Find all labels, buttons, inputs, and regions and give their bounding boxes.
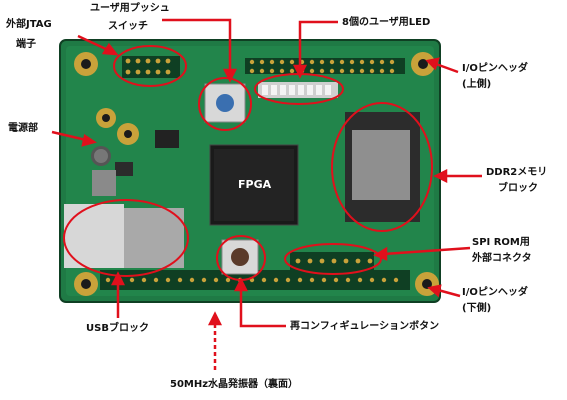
jtag-highlight [113, 45, 187, 87]
io-top-label-line1: I/Oピンヘッダ [462, 63, 528, 74]
ddr2-highlight [331, 102, 433, 232]
usb-block [64, 204, 184, 268]
spi-label-line2: 外部コネクタ [472, 253, 532, 264]
led-row [258, 82, 338, 98]
jtag-label-line2: 端子 [16, 39, 36, 50]
fpga-chip-inner [214, 149, 294, 221]
led-label: 8個のユーザ用LED [342, 17, 431, 28]
oscillator-label: 50MHz水晶発振器（裏面） [170, 379, 299, 390]
usb-label: USBブロック [86, 323, 149, 334]
ddr2-label-line1: DDR2メモリ [486, 167, 548, 178]
spi-rom-connector [290, 252, 374, 270]
reconfig-label: 再コンフィギュレーションボタン [290, 321, 440, 332]
push-switch-label-line1: ユーザ用プッシュ [90, 3, 170, 14]
power-block [91, 108, 179, 196]
push-switch-label-line2: スイッチ [108, 21, 148, 32]
io-bottom-label-line1: I/Oピンヘッダ [462, 287, 528, 298]
ddr2-label-line2: ブロック [498, 183, 538, 194]
push-switch-highlight [198, 77, 252, 131]
io-top-label-line2: (上側) [462, 79, 492, 90]
fpga-chip-label: FPGA [238, 178, 272, 191]
ddr2-block [345, 112, 420, 222]
top-pin-header [122, 56, 405, 78]
io-bottom-label-line2: (下側) [462, 303, 492, 314]
power-label: 電源部 [8, 123, 38, 134]
user-push-switch [204, 83, 246, 123]
usb-highlight [63, 199, 189, 277]
spi-highlight [284, 243, 382, 275]
reconfig-button [221, 239, 259, 275]
jtag-label-line1: 外部JTAG [6, 19, 52, 30]
mount-holes [74, 52, 439, 296]
spi-label-line1: SPI ROM用 [472, 237, 530, 248]
bottom-pin-header-base [100, 270, 410, 290]
callout-arrows [51, 18, 482, 370]
